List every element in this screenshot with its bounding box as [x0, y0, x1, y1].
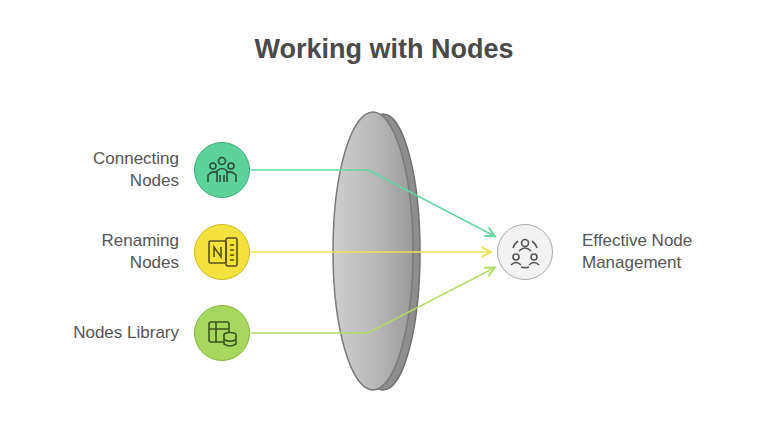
- lens-front: [333, 112, 413, 390]
- notebook-icon: [209, 238, 237, 266]
- library-icon: [209, 322, 236, 346]
- node-circle: Renaming Nodes: [194, 224, 250, 280]
- node-label: Effective Node Management: [582, 230, 717, 274]
- management-icon: [511, 240, 539, 268]
- arrow-connector: [251, 251, 491, 253]
- group-icon: [208, 158, 236, 183]
- node-label: Renaming Nodes: [79, 230, 179, 274]
- node-label: Connecting Nodes: [69, 148, 179, 192]
- node-label: Nodes Library: [19, 322, 179, 344]
- arrow-connector: [251, 170, 495, 236]
- diagram-title: Working with Nodes: [0, 34, 768, 65]
- arrow-connector: [251, 268, 495, 333]
- node-circle: Effective Node Management: [497, 224, 553, 280]
- node-circle: Nodes Library: [194, 305, 250, 361]
- node-circle: Connecting Nodes: [194, 142, 250, 198]
